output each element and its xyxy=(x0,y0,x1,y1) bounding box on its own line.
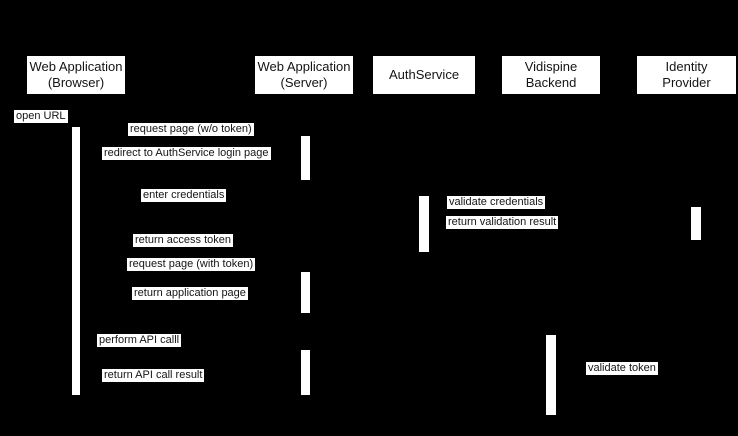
message-validate-token: validate token xyxy=(586,362,658,375)
message-return-validation-result: return validation result xyxy=(446,216,559,229)
actor-label-identity-provider: Identity Provider xyxy=(662,59,711,90)
message-redirect-login-page: redirect to AuthService login page xyxy=(102,147,271,160)
message-return-access-token: return access token xyxy=(133,234,233,247)
activation-bar-authservice xyxy=(419,196,429,252)
actor-box-authservice: AuthService xyxy=(373,56,475,94)
message-request-page-wo-token: request page (w/o token) xyxy=(128,123,254,136)
actor-box-web-application-browser: Web Application (Browser) xyxy=(27,56,125,94)
activation-bar-server-second xyxy=(301,272,310,313)
message-return-application-page: return application page xyxy=(132,287,248,300)
message-request-page-with-token: request page (with token) xyxy=(127,258,256,271)
activation-bar-server-third xyxy=(301,350,310,395)
message-return-api-call-result: return API call result xyxy=(102,369,205,382)
message-enter-credentials: enter credentials xyxy=(141,189,227,202)
message-perform-api-call: perform API calll xyxy=(97,334,182,347)
message-open-url: open URL xyxy=(14,110,68,123)
actor-box-web-application-server: Web Application (Server) xyxy=(255,56,353,94)
actor-label-web-application-server: Web Application (Server) xyxy=(257,59,351,90)
activation-bar-identity-provider xyxy=(691,207,701,240)
actor-box-identity-provider: Identity Provider xyxy=(637,56,736,94)
actor-label-vidispine-backend: Vidispine Backend xyxy=(524,59,578,90)
activation-bar-vidispine xyxy=(546,335,556,415)
actor-label-authservice: AuthService xyxy=(388,67,460,82)
actor-label-web-application-browser: Web Application (Browser) xyxy=(29,59,123,90)
actor-box-vidispine-backend: Vidispine Backend xyxy=(502,56,600,94)
activation-bar-server-first xyxy=(301,136,310,180)
activation-bar-browser xyxy=(72,127,80,395)
message-validate-credentials: validate credentials xyxy=(447,196,546,209)
